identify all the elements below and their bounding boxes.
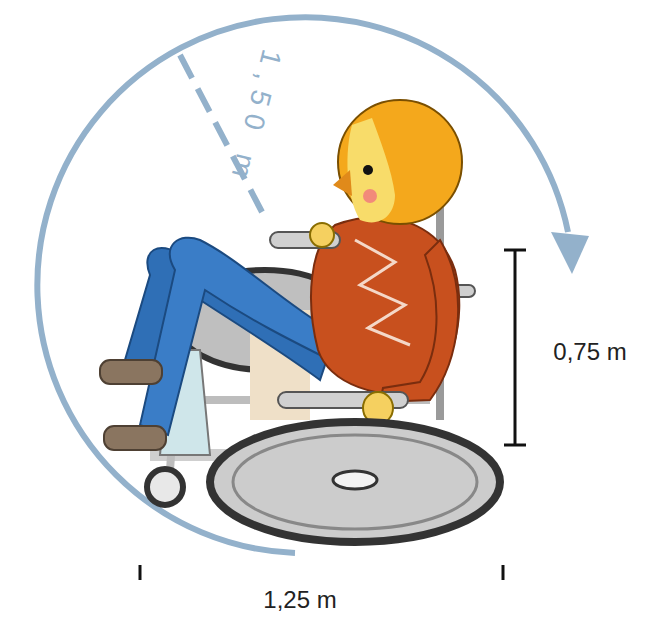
- dimension-label: 0,75 m: [553, 340, 626, 364]
- width-tick: [502, 565, 505, 580]
- dimension-line: [514, 250, 517, 445]
- dimension-label: 1,25 m: [263, 588, 336, 612]
- dimension-cap: [504, 444, 526, 447]
- dimension-cap: [504, 249, 526, 252]
- rear-wheel: [210, 422, 500, 542]
- width-tick: [139, 565, 142, 580]
- cheek: [363, 189, 377, 203]
- turning-arc: [37, 17, 568, 553]
- hub: [333, 471, 377, 489]
- hand: [310, 223, 334, 247]
- shoe: [100, 360, 162, 384]
- shoe: [104, 426, 166, 450]
- dimension-label: 1,50 m: [225, 47, 286, 189]
- arrow-head: [551, 232, 589, 274]
- beak: [333, 170, 352, 196]
- face: [347, 118, 395, 222]
- caster-wheel: [147, 469, 183, 505]
- hand-rim: [233, 435, 477, 529]
- hair: [338, 100, 462, 224]
- sweater-zigzag: [355, 240, 410, 345]
- arm: [380, 240, 458, 402]
- eye: [363, 165, 373, 175]
